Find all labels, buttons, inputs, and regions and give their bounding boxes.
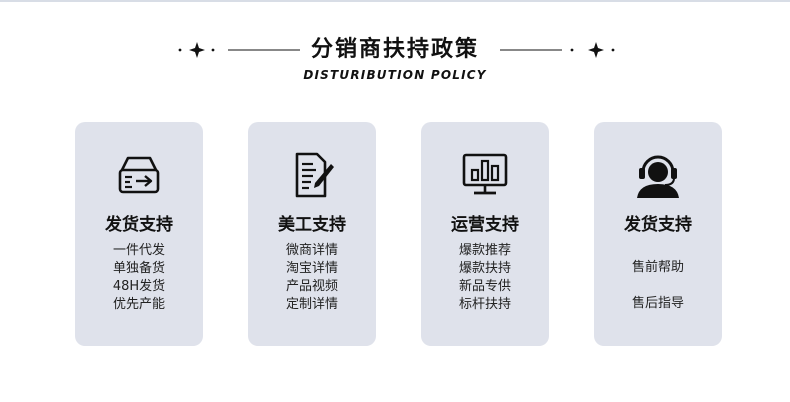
card-item: 淘宝详情 bbox=[285, 261, 338, 276]
card-item: 优先产能 bbox=[112, 297, 165, 312]
top-divider bbox=[0, 0, 790, 2]
customer-service-headset-icon bbox=[637, 155, 679, 198]
card-item: 产品视频 bbox=[285, 279, 338, 294]
bar-chart-monitor-icon bbox=[462, 153, 508, 195]
card-item: 新品专供 bbox=[458, 279, 511, 294]
card-item: 微商详情 bbox=[285, 243, 338, 258]
card-item-list: 一件代发 单独备货 48H发货 优先产能 bbox=[75, 242, 203, 314]
page-subtitle: DISTURIBUTION POLICY bbox=[303, 68, 487, 82]
page-title: 分销商扶持政策 bbox=[310, 37, 479, 62]
card-item: 48H发货 bbox=[112, 279, 166, 294]
card-title: 发货支持 bbox=[624, 215, 692, 235]
sparkle-divider-right-icon bbox=[500, 42, 615, 58]
card-item-list: 微商详情 淘宝详情 产品视频 定制详情 bbox=[248, 242, 376, 314]
card-item: 爆款推荐 bbox=[458, 243, 511, 258]
policy-header: 分销商扶持政策 DISTURIBUTION POLICY bbox=[0, 34, 790, 94]
card-item-list: 爆款推荐 爆款扶持 新品专供 标杆扶持 bbox=[421, 242, 549, 314]
card-item: 标杆扶持 bbox=[458, 297, 511, 312]
card-item: 单独备货 bbox=[112, 261, 165, 276]
card-title: 运营支持 bbox=[451, 215, 519, 235]
card-title: 发货支持 bbox=[105, 215, 173, 235]
card-item: 售前帮助 bbox=[631, 260, 684, 275]
sparkle-divider-left-icon bbox=[178, 42, 300, 58]
card-item: 定制详情 bbox=[285, 297, 338, 312]
card-title: 美工支持 bbox=[278, 215, 346, 235]
document-edit-icon bbox=[295, 152, 334, 198]
card-operation-support: 运营支持 爆款推荐 爆款扶持 新品专供 标杆扶持 bbox=[421, 122, 549, 346]
card-customer-support: 发货支持 售前帮助 售后指导 bbox=[594, 122, 722, 346]
card-design-support: 美工支持 微商详情 淘宝详情 产品视频 定制详情 bbox=[248, 122, 376, 346]
card-item: 一件代发 bbox=[112, 243, 165, 258]
card-item-list: 售前帮助 售后指导 bbox=[594, 250, 722, 322]
delivery-box-icon bbox=[118, 156, 160, 194]
card-item: 爆款扶持 bbox=[458, 261, 511, 276]
card-shipping-support: 发货支持 一件代发 单独备货 48H发货 优先产能 bbox=[75, 122, 203, 346]
card-item: 售后指导 bbox=[631, 296, 684, 311]
